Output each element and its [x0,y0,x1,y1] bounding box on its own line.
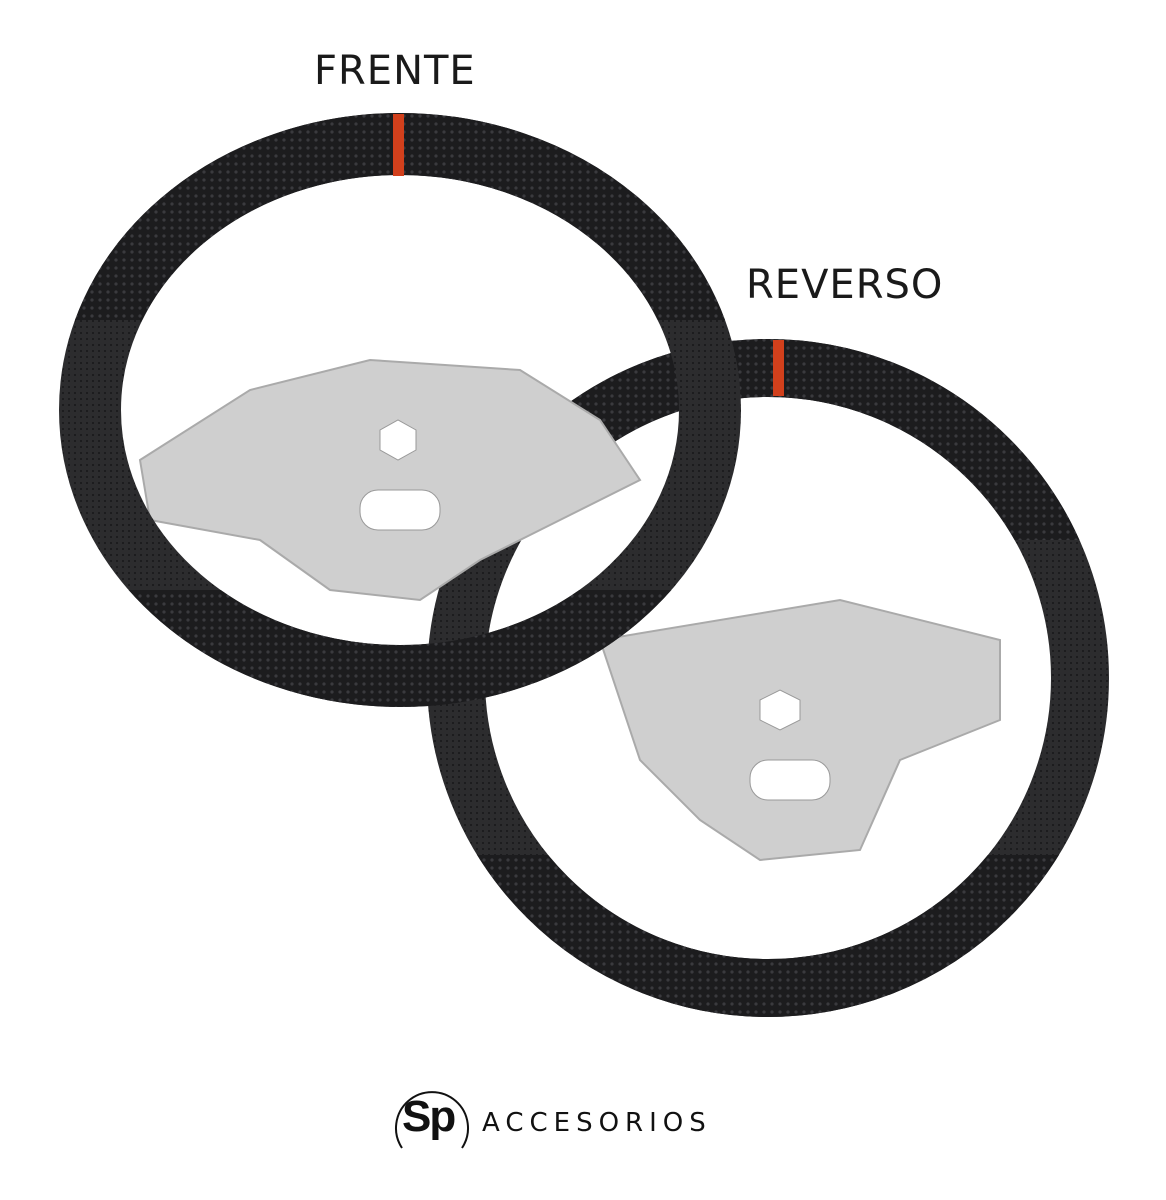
logo-mark: Sp [392,1080,472,1160]
logo-mark-text: Sp [402,1092,456,1141]
steering-wheel-front [59,113,741,707]
brand-logo: Sp ACCESORIOS [392,1080,712,1160]
logo-text: ACCESORIOS [482,1108,712,1138]
steering-wheel-back [427,339,1109,1017]
hub-metal-front [138,358,642,602]
front-label: FRENTE [314,48,476,94]
back-label: REVERSO [746,262,944,308]
center-stripe-front [393,114,404,176]
center-stripe-back [773,340,784,396]
hub-metal-back [598,598,1001,862]
